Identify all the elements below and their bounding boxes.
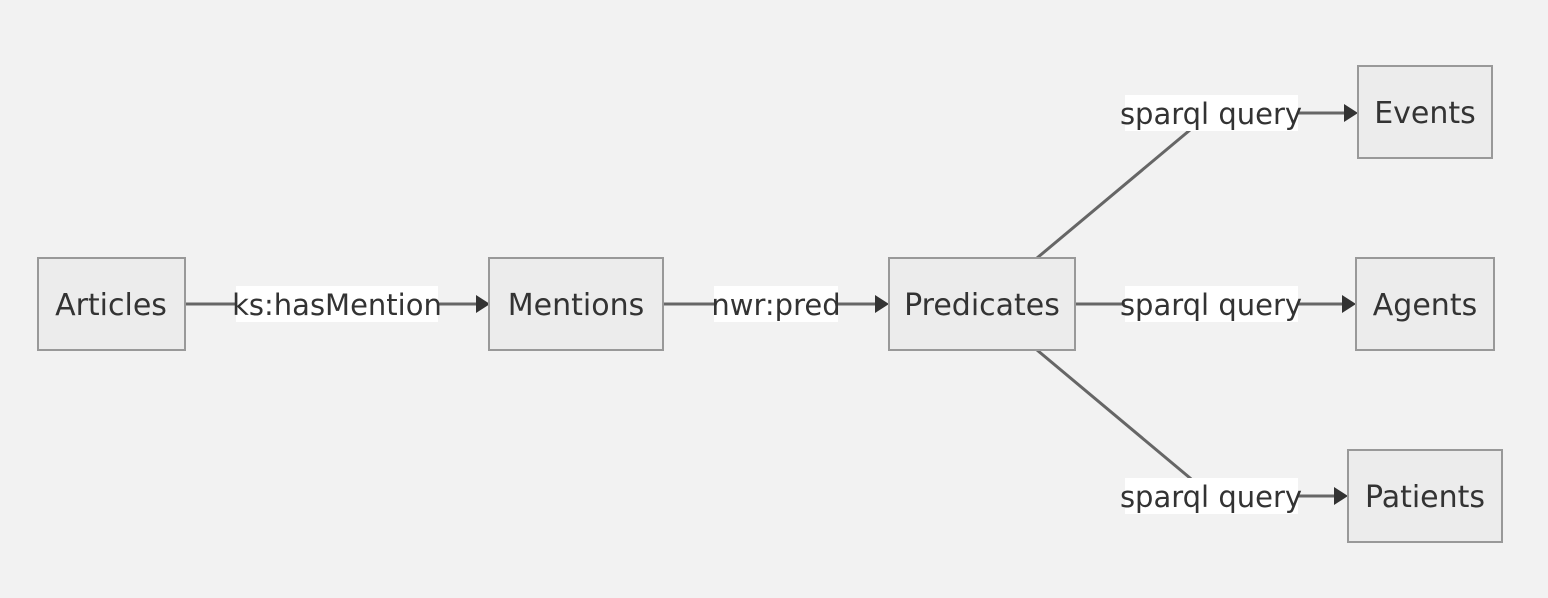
node-mentions-box xyxy=(488,257,664,351)
arrowhead-agents xyxy=(1342,295,1356,313)
node-events[interactable]: Events xyxy=(1357,65,1493,159)
node-agents[interactable]: Agents xyxy=(1355,257,1495,351)
edge-line-predicates-events xyxy=(1036,111,1344,260)
node-agents-box xyxy=(1355,257,1495,351)
node-predicates-box xyxy=(888,257,1076,351)
edge-label-bg-articles-mentions xyxy=(236,286,438,322)
node-predicates-label: Predicates xyxy=(904,288,1060,323)
edge-label-bg-predicates-patients xyxy=(1125,478,1298,514)
nodes: Articles Mentions Predicates Events Agen… xyxy=(37,65,1503,543)
edge-label-predicates-agents: sparql query xyxy=(1120,288,1302,322)
edge-label-mentions-predicates: nwr:pred xyxy=(711,288,840,322)
arrowhead-patients xyxy=(1334,487,1348,505)
node-articles[interactable]: Articles xyxy=(37,257,186,351)
arrowhead-mentions xyxy=(476,295,490,313)
edge-label-predicates-patients: sparql query xyxy=(1120,480,1302,514)
node-predicates[interactable]: Predicates xyxy=(888,257,1076,351)
node-articles-label: Articles xyxy=(55,288,167,323)
edge-labels: ks:hasMention nwr:pred sparql query spar… xyxy=(232,95,1302,514)
node-events-label: Events xyxy=(1374,96,1476,131)
arrowhead-events xyxy=(1344,104,1358,122)
arrowhead-predicates xyxy=(875,295,889,313)
edge-label-bg-predicates-events xyxy=(1125,95,1298,131)
node-patients[interactable]: Patients xyxy=(1347,449,1503,543)
node-mentions-label: Mentions xyxy=(508,288,644,323)
edge-label-articles-mentions: ks:hasMention xyxy=(232,288,442,322)
node-events-box xyxy=(1357,65,1493,159)
edge-label-bg-predicates-agents xyxy=(1125,286,1298,322)
node-patients-box xyxy=(1347,449,1503,543)
edge-line-predicates-patients xyxy=(1036,348,1334,498)
node-patients-label: Patients xyxy=(1365,480,1485,515)
edge-label-bg-mentions-predicates xyxy=(714,286,838,322)
edge-label-predicates-events: sparql query xyxy=(1120,97,1302,131)
node-mentions[interactable]: Mentions xyxy=(488,257,664,351)
node-agents-label: Agents xyxy=(1373,288,1477,323)
node-articles-box xyxy=(37,257,186,351)
